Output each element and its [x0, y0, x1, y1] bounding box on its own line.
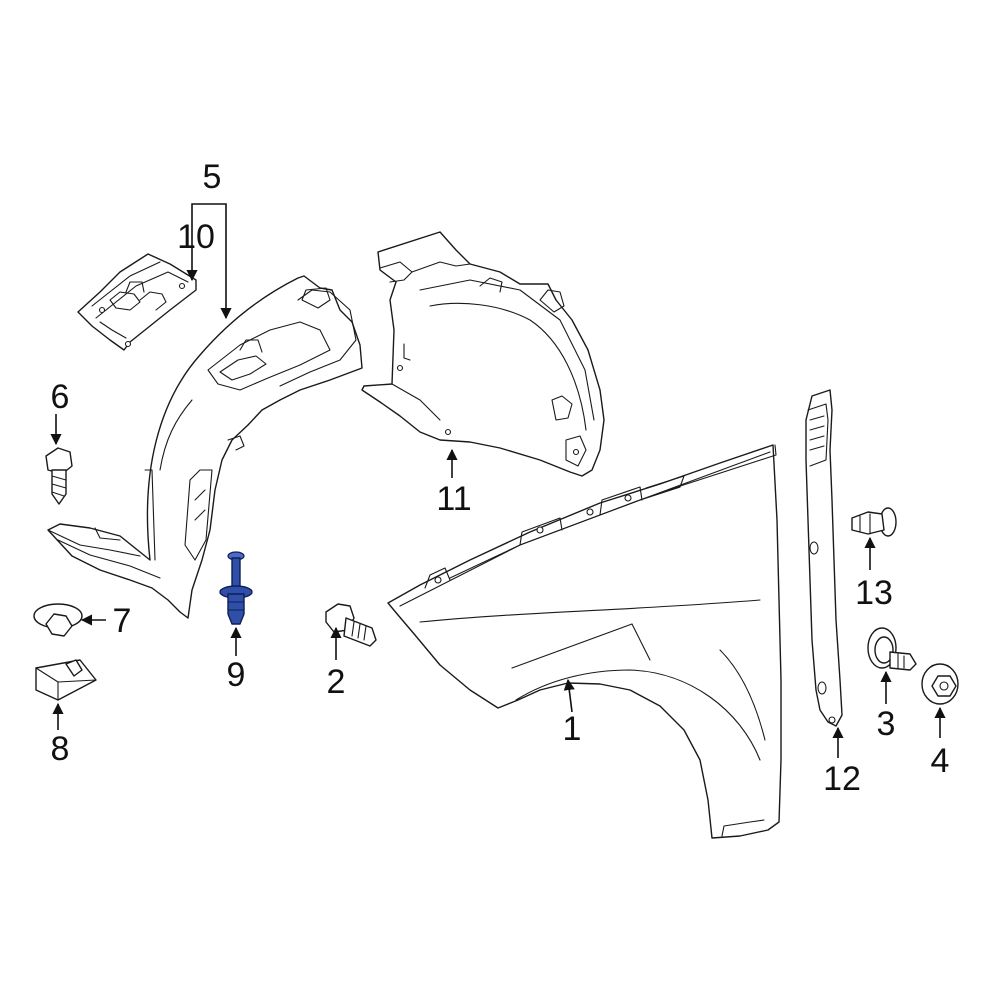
callout-1: 1 [563, 710, 582, 748]
clip-nut-part[interactable] [35, 659, 97, 701]
callout-5: 5 [203, 158, 222, 196]
leader-lines [50, 203, 946, 758]
callout-3: 3 [877, 705, 896, 743]
bolt-part[interactable] [325, 603, 377, 647]
leader-1 [563, 678, 575, 713]
cap-nut-part[interactable] [33, 603, 83, 637]
fender-liner-part[interactable] [47, 275, 363, 619]
callout-6: 6 [51, 378, 70, 416]
leader-5 [191, 203, 232, 320]
callout-labels: 1 2 3 4 5 6 7 8 9 10 11 12 13 [51, 158, 950, 798]
push-clip-part[interactable] [851, 507, 897, 537]
screw-part[interactable] [45, 447, 73, 505]
grommet-part[interactable] [867, 627, 917, 671]
fender-bracket-part[interactable] [805, 389, 843, 727]
flange-nut-part[interactable] [921, 663, 959, 705]
callout-11: 11 [436, 480, 471, 518]
callout-13: 13 [855, 574, 893, 612]
callout-2: 2 [327, 663, 346, 701]
callout-8: 8 [51, 730, 70, 768]
inner-liner-part[interactable] [361, 231, 605, 477]
fender-part[interactable] [387, 444, 782, 839]
callout-12: 12 [823, 760, 861, 798]
splash-shield-part[interactable] [77, 253, 197, 351]
callout-10: 10 [177, 218, 215, 256]
callout-4: 4 [931, 742, 950, 780]
callout-9: 9 [227, 656, 246, 694]
callout-7: 7 [113, 602, 132, 640]
push-rivet-part-highlighted[interactable] [219, 551, 253, 625]
